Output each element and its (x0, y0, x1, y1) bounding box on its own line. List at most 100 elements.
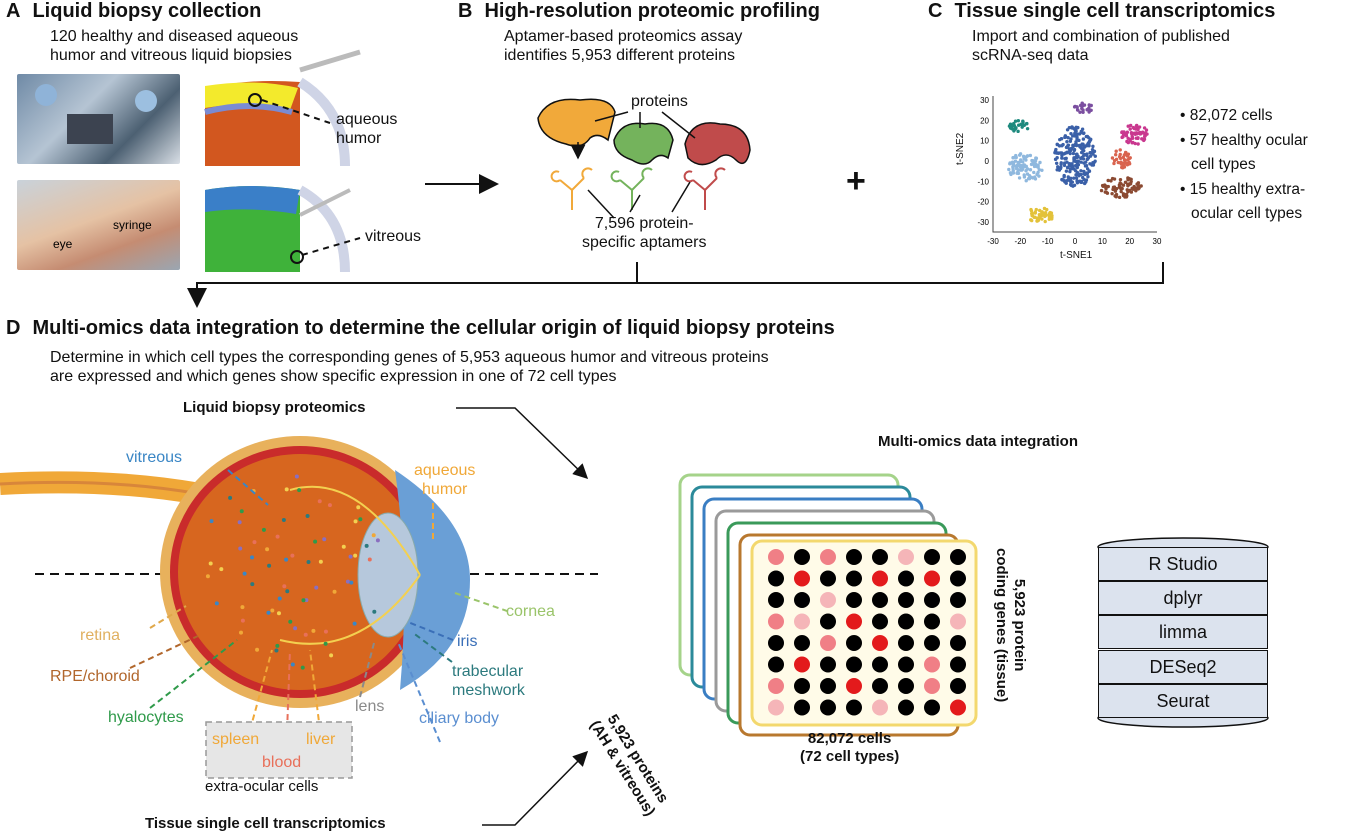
tsne-point (1081, 110, 1085, 114)
tsne-point (1018, 165, 1023, 169)
matrix-cell (794, 613, 810, 630)
tsne-point (1142, 126, 1147, 130)
eye-cell-dot (252, 540, 257, 545)
tsne-point (1075, 159, 1079, 163)
tsne-point (1075, 162, 1080, 166)
tsne-point (1072, 159, 1076, 163)
tsne-point (1068, 139, 1073, 143)
tsne-point (1075, 126, 1079, 130)
tsne-point (1065, 140, 1069, 144)
tsne-point (1128, 156, 1132, 160)
tsne-point (1017, 153, 1022, 157)
tsne-point (1035, 172, 1039, 177)
matrix-cell (820, 678, 836, 694)
matrix-cell (820, 613, 836, 630)
eye-cell-dot (356, 505, 361, 510)
aptamers-label: 7,596 protein- specific aptamers (582, 215, 707, 251)
tsne-point (1126, 178, 1130, 182)
tsne-point (1123, 152, 1128, 156)
tsne-point (1024, 179, 1028, 183)
matrix-col-label: 82,072 cells (72 cell types) (800, 730, 900, 765)
tsne-point (1064, 156, 1068, 161)
tsne-point (1060, 156, 1064, 160)
tsne-point (1120, 130, 1124, 135)
eye-cell-dot (371, 533, 376, 538)
proteins-label: proteins (631, 93, 688, 110)
eye-label-cornea: cornea (506, 603, 555, 620)
matrix-cell (924, 613, 940, 630)
tsne-point (1128, 127, 1132, 131)
tsne-point (1081, 157, 1086, 161)
tsne-point (1129, 131, 1134, 136)
tsne-point (1091, 163, 1096, 167)
matrix-cell (820, 699, 836, 716)
tsne-point (1060, 144, 1064, 148)
tsne-point (1087, 169, 1092, 173)
tsne-point (1075, 179, 1079, 183)
panel-letter: D (6, 317, 21, 339)
tsne-point (1075, 165, 1080, 170)
panel-b-subtitle: Aptamer-based proteomics assay identifie… (504, 27, 742, 65)
eye-cell-dot (297, 488, 302, 493)
matrix-cell (846, 635, 862, 651)
tsne-point (1073, 143, 1077, 147)
tsne-point (1129, 190, 1134, 194)
eye-cell-dot (311, 628, 316, 633)
eye-cell-dot (209, 519, 214, 524)
tsne-point (1025, 121, 1029, 126)
tsne-point (1044, 213, 1048, 217)
tsne-point (1024, 164, 1028, 169)
subtitle-line: Determine in which cell types the corres… (50, 349, 769, 366)
tsne-point (1037, 167, 1041, 172)
matrix-cell (794, 549, 810, 565)
matrix-cell (924, 699, 940, 716)
matrix-cell (794, 678, 810, 694)
tsne-point (1114, 149, 1118, 153)
tsne-point (1025, 172, 1030, 176)
eye-cell-dot (290, 553, 295, 558)
tsne-ylabel: t-SNE2 (955, 132, 966, 165)
tsne-point (1016, 160, 1020, 165)
tsne-point (1065, 128, 1070, 132)
eye-cell-dot (294, 474, 299, 479)
tsne-point (1021, 160, 1025, 164)
tsne-point (1036, 163, 1040, 167)
tsne-point (1137, 186, 1141, 190)
panel-d-subtitle: Determine in which cell types the corres… (50, 348, 769, 386)
tsne-point (1021, 120, 1025, 124)
tsne-xlabel: t-SNE1 (1060, 250, 1093, 261)
tsne-point (1121, 192, 1126, 196)
tsne-point (1089, 137, 1093, 142)
tsne-point (1043, 219, 1047, 224)
tsne-point (1033, 215, 1037, 219)
eye-cell-dots (205, 474, 380, 670)
matrix-cell (898, 656, 914, 673)
tsne-point (1065, 160, 1069, 164)
bullet-line: • 82,072 cells (1180, 107, 1273, 124)
subtitle-line: scRNA-seq data (972, 47, 1089, 64)
tsne-point (1063, 135, 1067, 140)
tsne-point (1054, 161, 1059, 165)
tsne-point (1069, 179, 1073, 183)
tsne-point (1077, 138, 1081, 143)
tsne-xtick: -20 (1015, 237, 1027, 246)
tsne-ytick: -10 (977, 177, 989, 186)
eye-cell-dot (345, 579, 350, 584)
eye-cell-dot (372, 609, 377, 614)
tsne-point (1088, 162, 1092, 166)
tsne-point (1079, 146, 1084, 150)
eye-cell-dot (367, 557, 372, 562)
eye-cell-dot (266, 610, 271, 615)
tsne-point (1141, 131, 1146, 135)
eye-label-iris: iris (457, 633, 478, 650)
tool-rstudio: R Studio (1098, 547, 1268, 581)
panel-title: High-resolution proteomic profiling (484, 0, 820, 22)
tsne-point (1035, 219, 1040, 223)
eye-cell-dot (255, 647, 260, 652)
tsne-point (1029, 218, 1034, 223)
tsne-point (1073, 128, 1078, 133)
tsne-point (1029, 162, 1034, 167)
tsne-point (1040, 211, 1044, 215)
